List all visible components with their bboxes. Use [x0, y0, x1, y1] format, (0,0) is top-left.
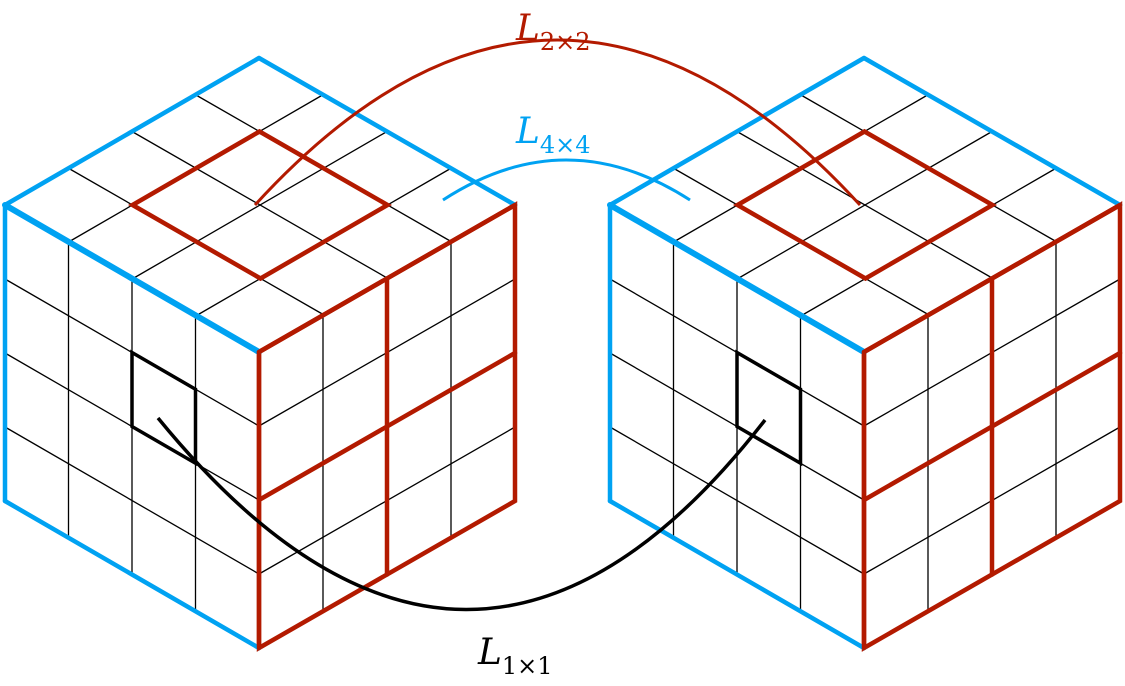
left-face-black-cell — [130, 349, 198, 467]
top-face-red-square — [732, 128, 998, 282]
top-face-grid-line — [737, 130, 993, 280]
cube-blue-edge — [2, 202, 262, 355]
left-face-grid-line — [609, 426, 865, 575]
l2x2-label: L2×2 — [515, 8, 591, 56]
cube-red-edge — [256, 202, 518, 355]
left-cube — [2, 55, 518, 652]
cube-blue-edge — [607, 202, 867, 355]
top-face-red-square — [127, 128, 393, 282]
cube-blue-edge — [861, 55, 1123, 208]
l2x2-connection-curve — [253, 38, 862, 207]
left-face-grid-line — [4, 426, 260, 575]
l4x4-label-subscript: 4×4 — [540, 131, 591, 159]
l2x2-label-subscript: 2×2 — [540, 28, 591, 56]
right-face-red-divider — [256, 350, 518, 503]
l4x4-connection-curve — [442, 158, 691, 202]
l1x1-connection-curve — [156, 416, 767, 612]
cube-blue-edge — [2, 498, 262, 651]
right-face-red-divider — [861, 350, 1123, 503]
cube-red-edge — [861, 202, 1123, 355]
cube-blue-edge — [2, 55, 262, 208]
l1x1-label: L1×1 — [477, 632, 553, 680]
l2x2-label-main: L — [515, 8, 540, 49]
l4x4-label-main: L — [515, 111, 540, 152]
l1x1-label-subscript: 1×1 — [502, 652, 553, 680]
left-face-black-cell — [735, 349, 803, 467]
cube-blue-edge — [607, 498, 867, 651]
right-cube — [607, 55, 1123, 652]
l4x4-label: L4×4 — [515, 111, 591, 159]
l1x1-label-main: L — [477, 632, 502, 673]
cube-blue-edge — [256, 55, 518, 208]
top-face-grid-line — [132, 130, 388, 280]
